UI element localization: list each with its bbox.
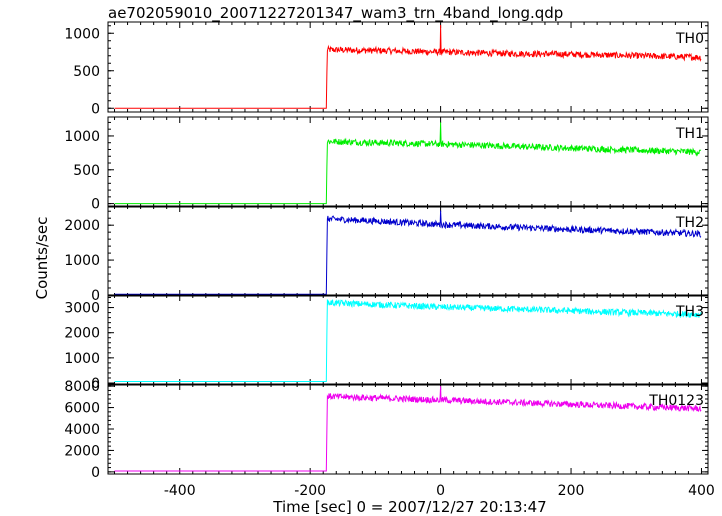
series-line-th3 (114, 299, 702, 382)
y-tick-label: 1000 (64, 351, 100, 367)
series-line-th1 (114, 122, 702, 205)
panel-frame (107, 383, 709, 475)
y-tick-label: 500 (73, 64, 100, 80)
panel-frame (107, 116, 709, 208)
panel-label: TH0 (675, 31, 704, 47)
y-tick-label: 6000 (64, 401, 100, 417)
y-tick-label: 2000 (64, 443, 100, 459)
x-axis: -400 -200 0 200 400 (164, 483, 715, 499)
panel-frame (107, 294, 709, 386)
x-tick-label: -400 (164, 483, 196, 499)
x-axis-label: Time [sec] 0 = 2007/12/27 20:13:47 (272, 498, 546, 516)
panel-label: TH1 (675, 126, 704, 142)
y-tick-label: 0 (91, 376, 100, 392)
panel-label: TH0123 (648, 393, 704, 409)
panel-th0: 0 500 1000 TH0 (64, 21, 709, 117)
panel-frame (107, 21, 709, 113)
y-tick-label: 2000 (64, 326, 100, 342)
y-tick-label: 0 (91, 101, 100, 117)
panel-label: TH3 (675, 304, 704, 320)
y-tick-label: 0 (91, 465, 100, 481)
panel-frame (107, 205, 709, 297)
y-tick-label: 2000 (64, 218, 100, 234)
series-line-th0 (114, 24, 702, 109)
x-tick-label: 200 (558, 483, 585, 499)
panel-label: TH2 (675, 215, 704, 231)
x-tick-label: 400 (688, 483, 715, 499)
series-line-th2 (114, 210, 702, 295)
y-axis-label: Counts/sec (33, 217, 51, 300)
panel-th2: 0 1000 2000 TH2 (64, 205, 709, 304)
x-tick-label: 0 (436, 483, 445, 499)
y-tick-label: 500 (73, 163, 100, 179)
y-tick-label: 1000 (64, 253, 100, 269)
series-line-th0123 (114, 386, 702, 472)
y-tick-label: 3000 (64, 301, 100, 317)
y-tick-label: 1000 (64, 129, 100, 145)
chart-title: ae702059010_20071227201347_wam3_trn_4ban… (108, 4, 563, 23)
x-tick-label: -200 (294, 483, 326, 499)
y-tick-label: 8000 (64, 379, 100, 395)
y-tick-label: 0 (91, 197, 100, 213)
y-tick-label: 4000 (64, 422, 100, 438)
y-tick-label: 0 (91, 288, 100, 304)
panel-th3: 0 1000 2000 3000 TH3 (64, 294, 709, 392)
y-tick-label: 1000 (64, 26, 100, 42)
panel-th1: 0 500 1000 TH1 (64, 116, 709, 213)
